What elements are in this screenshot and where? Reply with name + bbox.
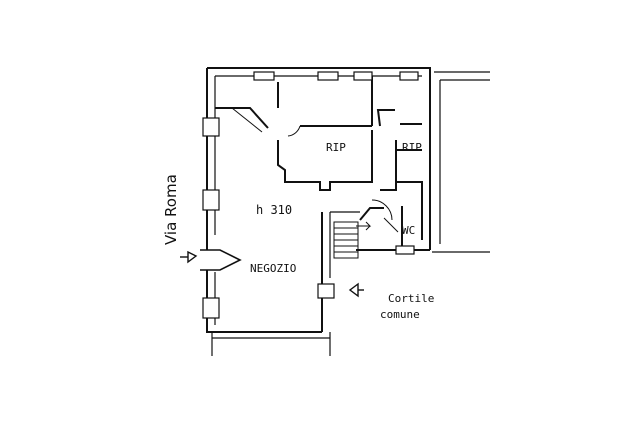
storage-room-label: RIP	[402, 141, 422, 154]
street-entrance-bay	[200, 249, 242, 271]
street-label: Via Roma	[162, 174, 180, 245]
courtyard-label: comune	[380, 308, 420, 321]
windows	[202, 71, 419, 319]
door-swings	[231, 107, 399, 233]
adjacent-outline	[211, 71, 490, 356]
ceiling-height-label: h 310	[256, 203, 292, 217]
wc-label: WC	[402, 224, 415, 237]
outer-walls	[206, 67, 431, 333]
staircase	[333, 221, 372, 259]
courtyard-label: Cortile	[388, 292, 434, 305]
entrance-arrow-icon	[348, 282, 364, 298]
storage-room-label: RIP	[326, 141, 346, 154]
shop-label: NEGOZIO	[250, 262, 296, 275]
interior-walls	[215, 76, 423, 246]
entrance-arrow-icon	[180, 250, 198, 264]
